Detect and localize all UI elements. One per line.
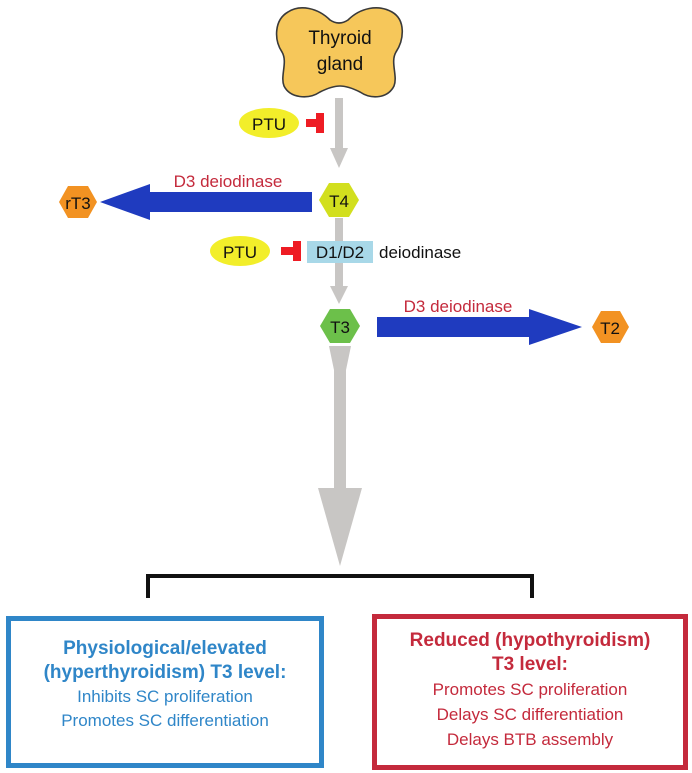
ptu-inhibitor-2: PTU <box>210 236 301 266</box>
ptu-label-1: PTU <box>252 115 286 134</box>
inhibit-bar-head <box>316 113 324 133</box>
t2-node: T2 <box>592 311 629 343</box>
elevated-heading-line2: (hyperthyroidism) T3 level: <box>43 662 287 683</box>
deiodinase-label: deiodinase <box>379 243 461 262</box>
elevated-heading-line1: Physiological/elevated <box>63 638 267 659</box>
ptu-label-2: PTU <box>223 243 257 262</box>
reduced-t3-box: Reduced (hypothyroidism) T3 level: Promo… <box>372 614 688 770</box>
arrow-t3-to-t2 <box>377 309 582 345</box>
elevated-effect-1: Inhibits SC proliferation <box>77 687 253 706</box>
rt3-hexagon <box>59 186 97 218</box>
d1d2-highlight <box>307 241 373 263</box>
arrow-t4-to-rt3 <box>100 184 312 220</box>
reduced-effect-2: Delays SC differentiation <box>436 705 624 724</box>
thyroid-gland: Thyroid gland <box>275 7 404 98</box>
ptu-inhibitor-1: PTU <box>239 108 324 138</box>
reduced-heading-line2: T3 level: <box>491 654 569 675</box>
t2-label: T2 <box>600 319 620 338</box>
t3-hexagon <box>320 309 360 343</box>
arrow-shaft <box>377 317 531 337</box>
ptu-ellipse <box>239 108 299 138</box>
inhibit-bar-stem <box>281 247 295 255</box>
ptu-ellipse <box>210 236 270 266</box>
thyroid-label-line1: Thyroid <box>308 28 371 49</box>
arrow-head <box>100 184 150 220</box>
arrow-t3-effects <box>318 346 362 566</box>
t4-node: T4 <box>319 183 359 217</box>
t4-hexagon <box>319 183 359 217</box>
thyroid-label-line2: gland <box>317 54 364 75</box>
thyroid-gland-shape <box>275 7 404 98</box>
elevated-t3-box: Physiological/elevated (hyperthyroidism)… <box>6 616 324 768</box>
arrow-head <box>529 309 582 345</box>
arrow-head <box>330 286 348 304</box>
arrow-shaft <box>335 98 343 150</box>
inhibit-bar-stem <box>306 119 318 127</box>
d1d2-label: D1/D2 <box>316 243 364 262</box>
t3-label: T3 <box>330 318 350 337</box>
rt3-node: rT3 <box>59 186 97 218</box>
arrow-head <box>330 148 348 168</box>
inhibit-bar-head <box>293 241 301 261</box>
t2-hexagon <box>592 311 629 343</box>
reduced-effect-3: Delays BTB assembly <box>446 730 614 749</box>
t3-node: T3 <box>320 309 360 343</box>
arrow-shaft <box>148 192 312 212</box>
reduced-effect-1: Promotes SC proliferation <box>432 680 628 699</box>
arrow-head <box>318 488 362 566</box>
arrow-gland-to-t4 <box>330 98 348 168</box>
d3-deiodinase-label-2: D3 deiodinase <box>404 297 513 316</box>
outcome-bracket <box>146 574 534 598</box>
reduced-heading-line1: Reduced (hypothyroidism) <box>409 630 651 651</box>
d3-deiodinase-label-1: D3 deiodinase <box>174 172 283 191</box>
rt3-label: rT3 <box>65 194 91 213</box>
t4-label: T4 <box>329 192 349 211</box>
arrow-shaft <box>329 346 351 490</box>
elevated-effect-2: Promotes SC differentiation <box>61 711 269 730</box>
